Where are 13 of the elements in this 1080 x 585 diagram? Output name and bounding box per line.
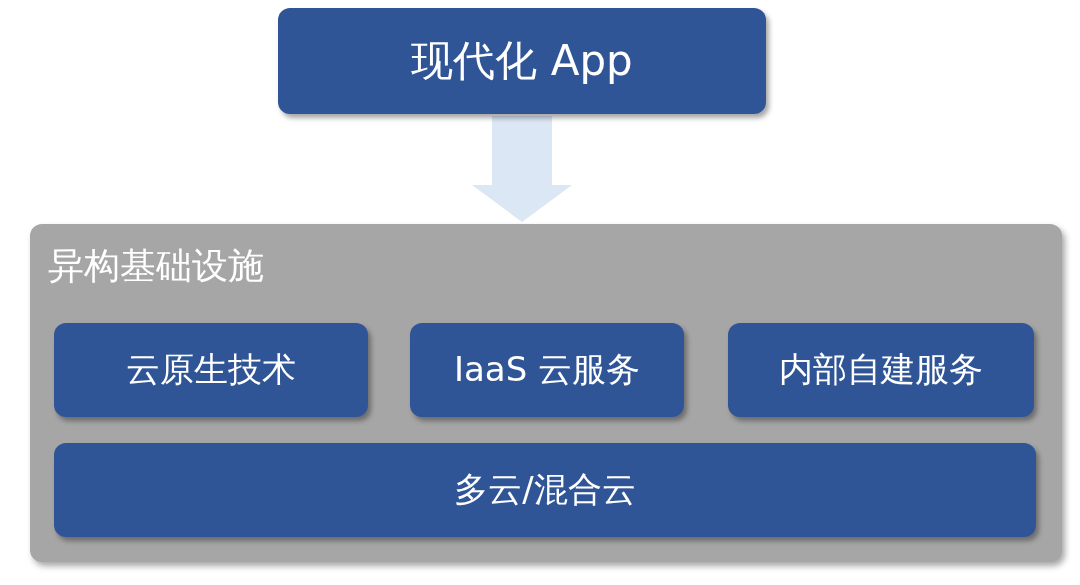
box-label: IaaS 云服务 bbox=[453, 348, 641, 391]
process-box bbox=[54, 443, 1036, 537]
group-heading: 异构基础设施 bbox=[48, 244, 264, 288]
box-label: 多云/混合云 bbox=[454, 468, 636, 511]
group-panel bbox=[30, 224, 1062, 562]
process-box bbox=[54, 323, 368, 417]
process-box bbox=[410, 323, 684, 417]
process-box bbox=[728, 323, 1034, 417]
block-arrow bbox=[472, 116, 572, 222]
process-box bbox=[278, 8, 766, 114]
box-label: 云原生技术 bbox=[126, 348, 296, 391]
box-label: 内部自建服务 bbox=[779, 348, 983, 391]
box-label: 现代化 App bbox=[411, 35, 633, 87]
